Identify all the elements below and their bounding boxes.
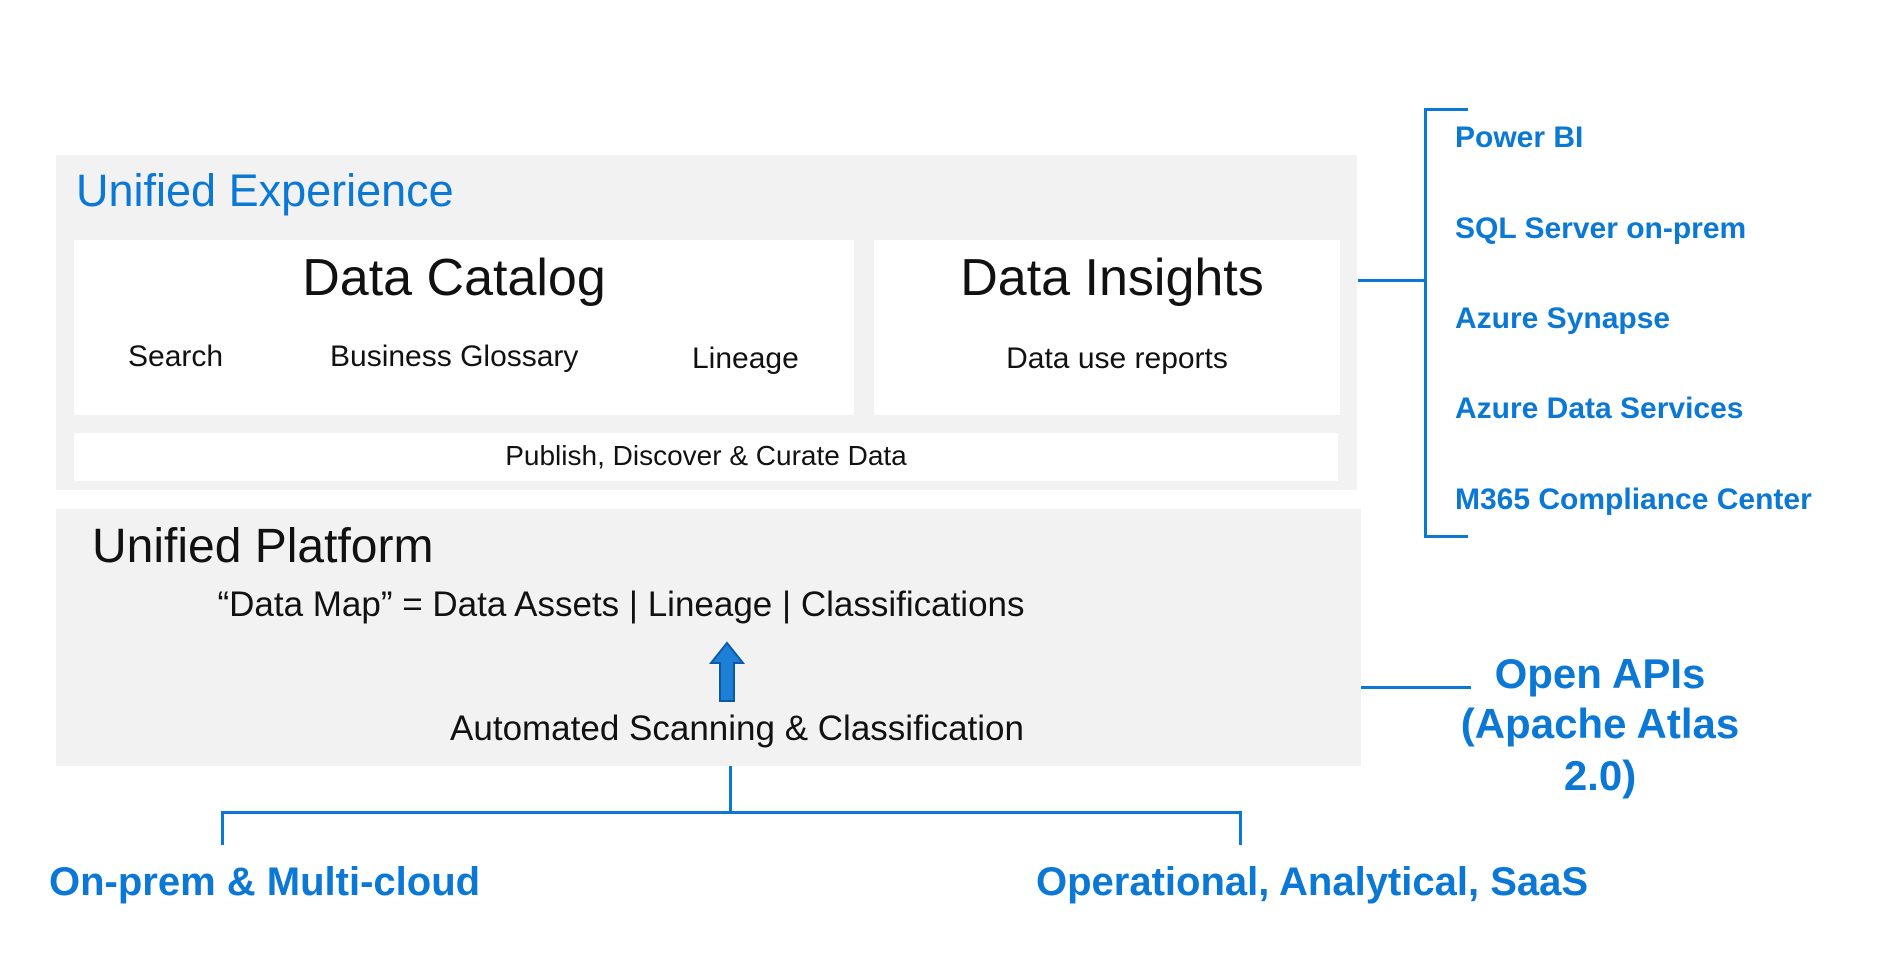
scanning-label: Automated Scanning & Classification: [450, 709, 1024, 748]
open-apis-title: Open APIs: [1494, 650, 1706, 697]
data-catalog-card: Data Catalog Search Business Glossary Li…: [74, 240, 854, 415]
catalog-item-business-glossary: Business Glossary: [330, 340, 579, 373]
unified-experience-title: Unified Experience: [76, 165, 454, 216]
integrations-bracket-spine: [1424, 108, 1427, 538]
unified-experience-panel: Unified Experience Data Catalog Search B…: [56, 155, 1357, 490]
data-map-label: “Data Map” = Data Assets | Lineage | Cla…: [217, 585, 1025, 624]
data-catalog-title: Data Catalog: [302, 249, 606, 307]
sources-bracket-left: [221, 811, 224, 845]
unified-platform-title: Unified Platform: [92, 520, 434, 573]
catalog-item-search: Search: [128, 340, 224, 373]
open-apis-subtitle: (Apache Atlas 2.0): [1460, 700, 1740, 799]
integration-power-bi: Power BI: [1455, 121, 1584, 154]
data-insights-card: Data Insights Data use reports: [874, 240, 1340, 415]
sources-bracket-right: [1239, 811, 1242, 845]
integration-azure-data-services: Azure Data Services: [1455, 392, 1744, 425]
publish-bar: Publish, Discover & Curate Data: [74, 433, 1338, 481]
sources-connector: [729, 766, 732, 811]
catalog-item-lineage: Lineage: [692, 342, 799, 375]
integration-azure-synapse: Azure Synapse: [1455, 302, 1671, 335]
source-operational-analytical-saas: Operational, Analytical, SaaS: [1036, 860, 1589, 904]
open-apis-connector: [1361, 686, 1471, 689]
unified-platform-panel: Unified Platform “Data Map” = Data Asset…: [56, 509, 1361, 766]
up-arrow-icon: [709, 641, 745, 702]
publish-bar-label: Publish, Discover & Curate Data: [505, 440, 907, 471]
insights-item-data-use-reports: Data use reports: [1006, 342, 1228, 375]
integration-sql-server: SQL Server on-prem: [1455, 212, 1747, 245]
integrations-connector: [1358, 279, 1426, 282]
data-insights-title: Data Insights: [960, 249, 1264, 307]
source-on-prem-multi-cloud: On-prem & Multi-cloud: [49, 860, 481, 904]
integrations-bracket-top: [1424, 108, 1468, 111]
integrations-bracket-bottom: [1424, 535, 1468, 538]
sources-bracket-bar: [221, 811, 1242, 814]
integration-m365-compliance: M365 Compliance Center: [1455, 483, 1812, 516]
